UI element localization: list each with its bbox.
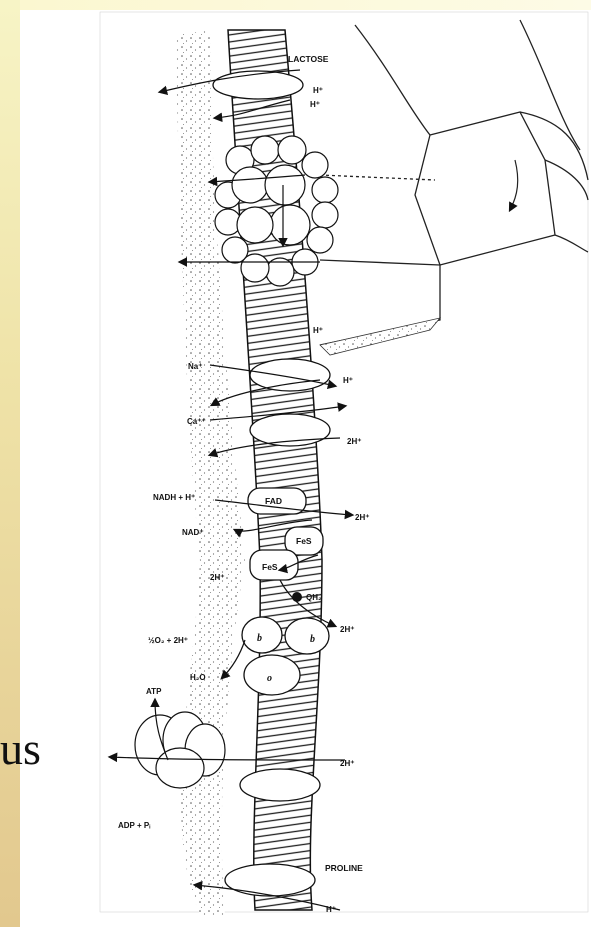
label-2h-1: 2H⁺	[347, 437, 361, 446]
label-fad: FAD	[265, 496, 282, 506]
label-2h-2: 2H⁺	[355, 513, 369, 522]
label-h-4: H⁺	[343, 376, 353, 385]
quinone-dot	[292, 592, 302, 602]
label-2h-4: 2H⁺	[340, 625, 354, 634]
label-proline: PROLINE	[325, 863, 363, 873]
label-h-1: H⁺	[313, 86, 323, 95]
label-b-2: b	[310, 634, 315, 645]
label-lactose: LACTOSE	[288, 54, 329, 64]
label-na: Na⁺	[188, 362, 202, 371]
label-nadh: NADH + H⁺	[153, 493, 195, 502]
label-nad: NAD⁺	[182, 528, 204, 537]
label-2h-5: 2H⁺	[340, 759, 354, 768]
proton-channel	[240, 769, 320, 801]
label-h2o: H₂O	[190, 673, 206, 682]
label-b-1: b	[257, 633, 262, 644]
label-h-3: H⁺	[313, 326, 323, 335]
label-fes-1: FeS	[296, 536, 312, 546]
lactose-permease	[213, 71, 303, 99]
label-h-10: H⁺	[326, 905, 336, 914]
label-ca: Ca⁺⁺	[187, 417, 206, 426]
label-o2: ½O₂ + 2H⁺	[148, 636, 188, 645]
cytochrome-b-1	[242, 617, 282, 653]
label-2h-3: 2H⁺	[210, 573, 224, 582]
cytochrome-o	[244, 655, 300, 695]
proline-permease	[225, 864, 315, 896]
label-h-2: H⁺	[310, 100, 320, 109]
label-fes-2: FeS	[262, 562, 278, 572]
cytochrome-b-2	[285, 618, 329, 654]
label-o: o	[267, 673, 272, 684]
label-adp: ADP + Pᵢ	[118, 821, 150, 830]
na-antiporter	[250, 359, 330, 391]
label-qh2: QH₂	[306, 593, 322, 602]
slide-partial-text: us	[0, 726, 41, 772]
label-atp: ATP	[146, 687, 162, 696]
